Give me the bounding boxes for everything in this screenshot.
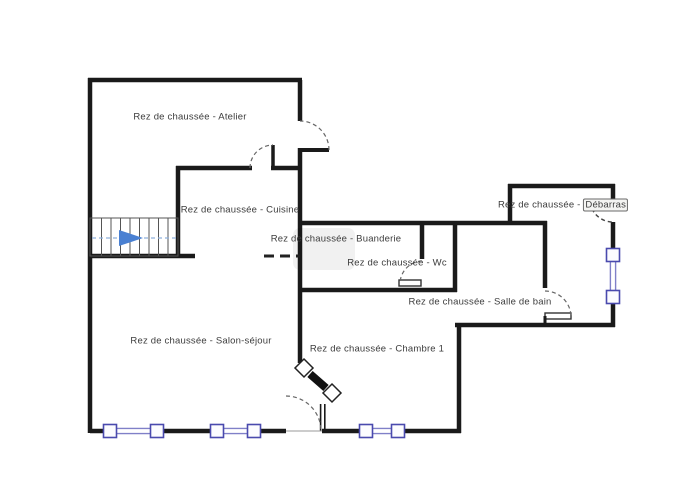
window: [358, 423, 406, 439]
room-label-chambre-1: Rez de chaussée - Chambre 1: [309, 343, 445, 355]
doors-layer: [249, 120, 613, 432]
diagonal-door-leaf: [307, 370, 329, 392]
room-label-buanderie: Rez de chaussée - Buanderie: [270, 233, 402, 245]
entry-door-arc: [285, 395, 322, 432]
wc-door-leaf: [398, 279, 422, 287]
diagonal-door-post: [293, 357, 315, 379]
atelier-door-arc: [249, 144, 274, 169]
bath-door-leaf: [544, 312, 572, 320]
staircase: [89, 217, 179, 257]
front-door-arc: [299, 120, 330, 151]
room-label-debarras-prefix: Rez de chaussée -: [497, 199, 584, 211]
diagonal-door: [293, 357, 343, 404]
room-label-atelier: Rez de chaussée - Atelier: [133, 111, 247, 123]
room-label-cuisine: Rez de chaussée - Cuisine: [180, 204, 300, 216]
window: [605, 247, 621, 305]
room-label-salon-sejour: Rez de chaussée - Salon-séjour: [130, 335, 272, 347]
staircase-outline: [89, 217, 179, 257]
diagonal-door-post: [321, 382, 343, 404]
bath-door-arc: [544, 290, 572, 318]
watermark: [293, 228, 355, 270]
staircase-direction-arrow: [119, 230, 143, 246]
room-label-salle-de-bain: Rez de chaussée - Salle de bain: [408, 296, 552, 308]
room-label-debarras-highlight: Débarras: [583, 198, 629, 212]
window: [209, 423, 262, 439]
room-label-wc: Rez de chaussée - Wc: [347, 257, 447, 269]
room-label-debarras: Rez de chaussée - Débarras: [497, 198, 629, 212]
windows-layer: [102, 247, 621, 439]
wc-door-arc: [399, 260, 423, 284]
window: [102, 423, 165, 439]
